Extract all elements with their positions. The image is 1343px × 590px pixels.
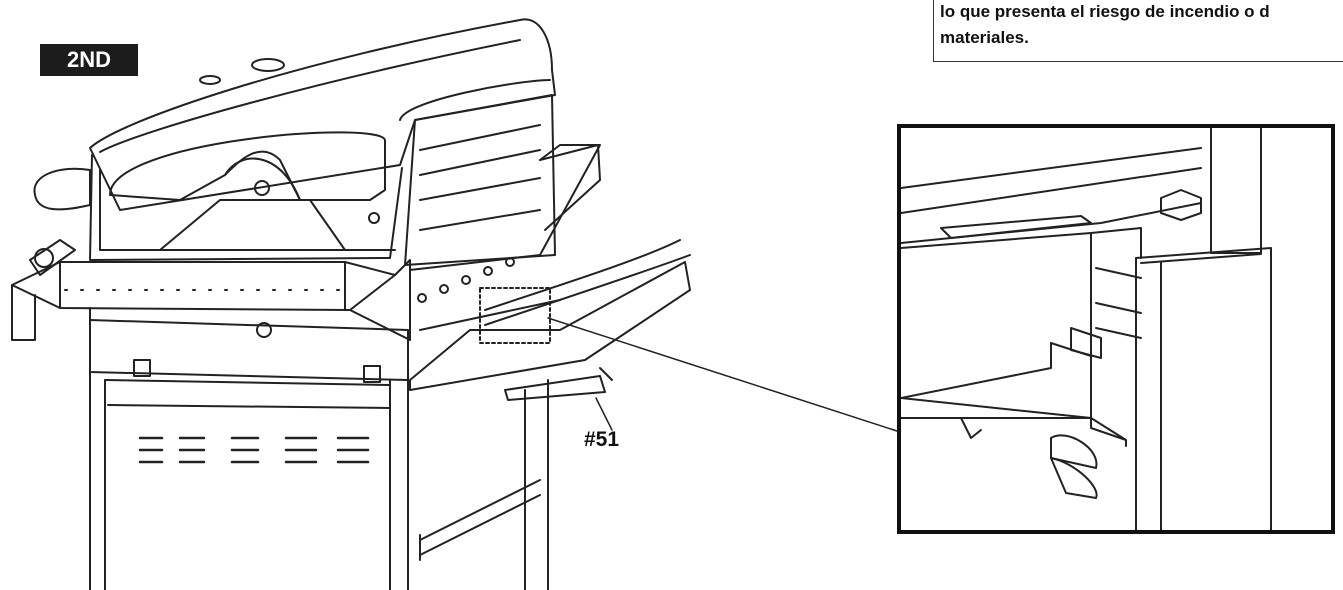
warning-line-2: materiales.: [940, 28, 1029, 47]
detail-inset: [897, 124, 1335, 534]
zoom-leader: [547, 317, 901, 433]
grill-lid: [89, 18, 556, 211]
vent-slots: [138, 436, 370, 464]
warning-box: lo que presenta el riesgo de incendio o …: [933, 0, 1343, 62]
part-number-label: #51: [584, 428, 620, 451]
detail-illustration: [901, 128, 1272, 530]
step-badge: 2ND: [40, 44, 138, 76]
front-shelf: [11, 261, 396, 311]
warning-line-1: lo que presenta el riesgo de incendio o …: [940, 2, 1270, 21]
cabinet: [89, 307, 409, 590]
side-handle: [33, 167, 91, 211]
burner-knobs: [417, 257, 515, 303]
side-shelf: [409, 261, 691, 391]
part-leader: [595, 397, 613, 431]
